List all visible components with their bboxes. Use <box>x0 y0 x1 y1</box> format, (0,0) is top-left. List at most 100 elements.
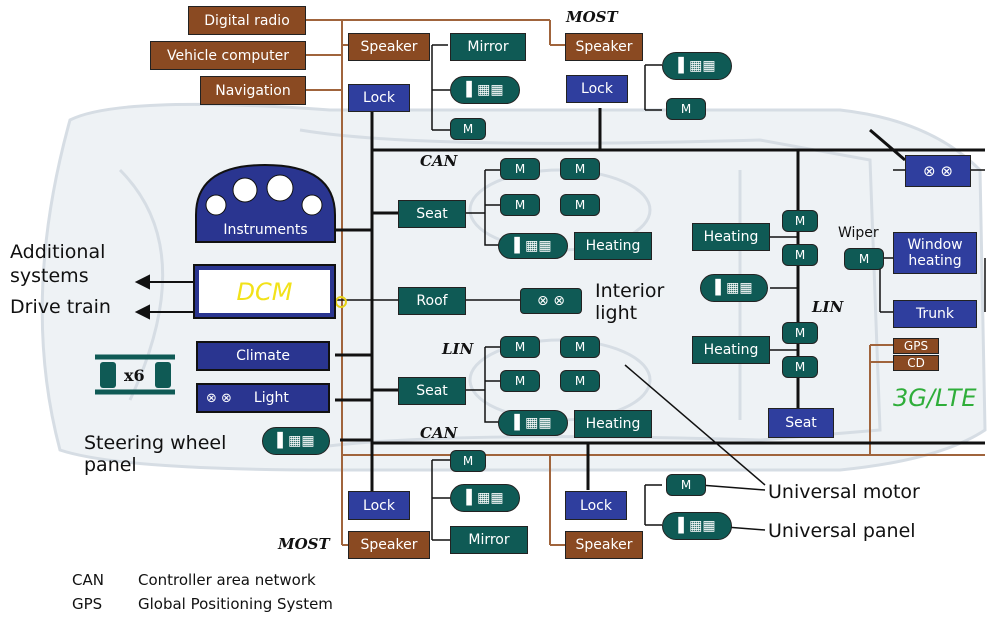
speaker-label: Speaker <box>575 537 633 553</box>
panel-icon: ▌▦▦ <box>514 238 552 254</box>
lamp-icon: ⊗ ⊗ <box>537 293 565 309</box>
motor-seat-front-4[interactable]: M <box>560 194 600 216</box>
x6-motor-group <box>95 354 175 395</box>
heating-right-top-module[interactable]: Heating <box>692 223 770 251</box>
motor-seat-rear-4[interactable]: M <box>560 370 600 392</box>
dcm-module[interactable]: DCM <box>193 264 336 319</box>
panel-icon: ▌▦▦ <box>678 58 716 74</box>
rear-light-lamp[interactable]: ⊗ ⊗ <box>905 155 971 187</box>
motor-icon: M <box>574 340 586 354</box>
can-bus-label-bottom: CAN <box>420 424 458 442</box>
motor-right-1[interactable]: M <box>782 210 818 232</box>
lock-top-left-module[interactable]: Lock <box>348 84 410 112</box>
lock-label: Lock <box>363 497 395 514</box>
lin-wiring <box>335 44 986 541</box>
output-arrows <box>134 274 195 320</box>
lin-bus-label-left: LIN <box>442 340 474 358</box>
panel-control-top-right[interactable]: ▌▦▦ <box>662 52 732 80</box>
seat-label: Seat <box>416 383 448 399</box>
navigation-module[interactable]: Navigation <box>200 76 306 105</box>
panel-icon: ▌▦▦ <box>514 415 552 431</box>
speaker-label: Speaker <box>575 39 633 55</box>
motor-right-2[interactable]: M <box>782 244 818 266</box>
panel-icon: ▌▦▦ <box>466 490 504 506</box>
motor-icon: M <box>514 374 526 388</box>
can-bus-label-top: CAN <box>420 152 458 170</box>
panel-icon: ▌▦▦ <box>678 518 716 534</box>
motor-top-left[interactable]: M <box>450 118 486 140</box>
motor-seat-rear-1[interactable]: M <box>500 336 540 358</box>
most-wiring <box>305 19 985 546</box>
motor-right-4[interactable]: M <box>782 356 818 378</box>
lamp-icon: ⊗ ⊗ <box>206 390 232 406</box>
motor-icon: M <box>794 360 806 374</box>
heating-front-module[interactable]: Heating <box>574 232 652 260</box>
heating-rear-module[interactable]: Heating <box>574 410 652 438</box>
speaker-bottom-left-module[interactable]: Speaker <box>348 531 430 559</box>
light-module[interactable]: ⊗ ⊗ Light <box>196 383 330 413</box>
window-heating-label: Window heating <box>907 237 963 269</box>
motor-icon: M <box>514 340 526 354</box>
dcm-panel: DCM <box>199 270 330 313</box>
heating-right-mid-module[interactable]: Heating <box>692 336 770 364</box>
roof-label: Roof <box>416 293 448 309</box>
speaker-bottom-right-module[interactable]: Speaker <box>565 531 643 559</box>
vehicle-computer-module[interactable]: Vehicle computer <box>150 41 306 70</box>
universal-panel-label: Universal panel <box>768 520 916 542</box>
panel-icon: ▌▦▦ <box>715 280 753 296</box>
panel-control-top-left[interactable]: ▌▦▦ <box>450 76 520 104</box>
trunk-module[interactable]: Trunk <box>893 300 977 328</box>
lock-bottom-left-module[interactable]: Lock <box>348 491 410 520</box>
motor-top-right[interactable]: M <box>666 98 706 120</box>
motor-bottom-left[interactable]: M <box>450 450 486 472</box>
motor-seat-front-3[interactable]: M <box>500 194 540 216</box>
instruments-label: Instruments <box>223 222 308 238</box>
motor-seat-front-1[interactable]: M <box>500 158 540 180</box>
heating-label: Heating <box>585 416 641 432</box>
universal-motor-icon-box[interactable]: M <box>666 474 706 496</box>
legend-gps-full: Global Positioning System <box>138 595 333 613</box>
motor-seat-rear-3[interactable]: M <box>500 370 540 392</box>
most-bus-label-top: MOST <box>566 8 618 26</box>
most-bus-label-bottom: MOST <box>278 535 330 553</box>
steering-wheel-panel-control[interactable]: ▌▦▦ <box>262 427 330 455</box>
motor-right-3[interactable]: M <box>782 322 818 344</box>
mirror-top-module[interactable]: Mirror <box>450 33 526 61</box>
legend-can-full: Controller area network <box>138 571 316 589</box>
digital-radio-module[interactable]: Digital radio <box>188 6 306 35</box>
dcm-label: DCM <box>236 277 293 306</box>
motor-icon: M <box>574 162 586 176</box>
seat-right-module[interactable]: Seat <box>768 408 834 438</box>
interior-light-lamp[interactable]: ⊗ ⊗ <box>520 288 582 314</box>
lock-bottom-right-module[interactable]: Lock <box>565 491 627 520</box>
motor-seat-front-2[interactable]: M <box>560 158 600 180</box>
instruments-module[interactable]: Instruments <box>198 220 333 240</box>
lin-bus-label-right: LIN <box>812 298 844 316</box>
panel-control-bottom-left[interactable]: ▌▦▦ <box>450 484 520 512</box>
motor-icon: M <box>794 214 806 228</box>
panel-control-right[interactable]: ▌▦▦ <box>700 274 768 302</box>
speaker-label: Speaker <box>360 39 418 55</box>
gps-module[interactable]: GPS <box>893 338 939 354</box>
panel-control-rear[interactable]: ▌▦▦ <box>498 410 568 436</box>
mirror-bottom-module[interactable]: Mirror <box>450 526 528 554</box>
mirror-label: Mirror <box>467 39 509 55</box>
climate-module[interactable]: Climate <box>196 341 330 371</box>
universal-panel-control[interactable]: ▌▦▦ <box>662 512 732 540</box>
seat-front-module[interactable]: Seat <box>398 200 466 228</box>
lock-label: Lock <box>363 90 395 106</box>
roof-module[interactable]: Roof <box>398 287 466 315</box>
speaker-label: Speaker <box>360 537 418 553</box>
lock-top-right-module[interactable]: Lock <box>566 75 628 103</box>
wiper-motor[interactable]: M <box>844 248 884 270</box>
interior-light-label: Interior light <box>595 280 665 324</box>
motor-seat-rear-2[interactable]: M <box>560 336 600 358</box>
panel-control-front[interactable]: ▌▦▦ <box>498 233 568 259</box>
cd-module[interactable]: CD <box>893 355 939 371</box>
motor-icon: M <box>794 248 806 262</box>
legend-can-abbr: CAN <box>72 571 104 589</box>
speaker-top-left-module[interactable]: Speaker <box>348 33 430 61</box>
seat-rear-module[interactable]: Seat <box>398 377 466 405</box>
speaker-top-right-module[interactable]: Speaker <box>565 33 643 61</box>
window-heating-module[interactable]: Window heating <box>893 232 977 274</box>
